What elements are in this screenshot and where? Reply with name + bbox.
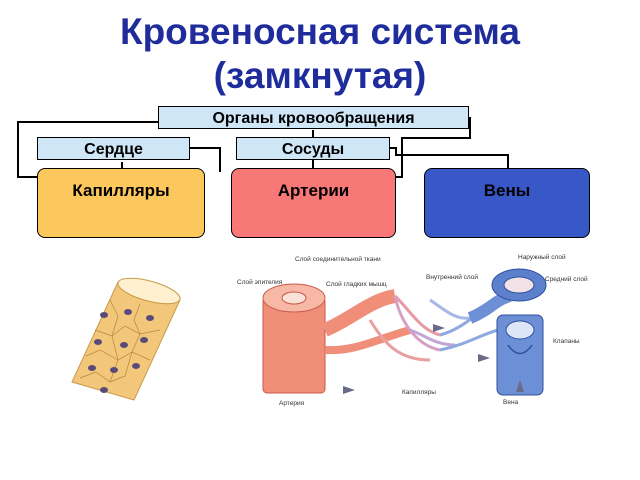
node-capillaries: Капилляры [37,168,205,238]
label-valves: Клапаны [553,338,580,345]
label-artery: Артерия [279,400,305,407]
label-epithelium-layer: Слой эпителия [237,278,283,286]
label-middle-layer: Средний слой [545,275,588,283]
label-smooth-muscle-layer: Слой гладких мышц [326,280,387,288]
label-connective-layer: Слой соединительной ткани [295,255,381,263]
node-veins: Вены [424,168,590,238]
artery-image [262,283,412,394]
flow-arrows [343,324,524,394]
node-arteries: Артерии [231,168,396,238]
label-outer-layer: Наружный слой [518,253,566,261]
capillary-tube-image [71,277,181,401]
page-subtitle: (замкнутая) [213,55,427,96]
label-inner-layer: Внутренний слой [426,273,478,281]
page-title: Кровеносная система [119,11,521,52]
label-capillaries: Капилляры [402,389,436,396]
label-vein: Вена [503,399,519,406]
node-organs: Органы кровообращения [158,106,469,129]
node-heart: Сердце [37,137,190,160]
node-vessels: Сосуды [236,137,390,160]
vein-image [467,268,547,396]
